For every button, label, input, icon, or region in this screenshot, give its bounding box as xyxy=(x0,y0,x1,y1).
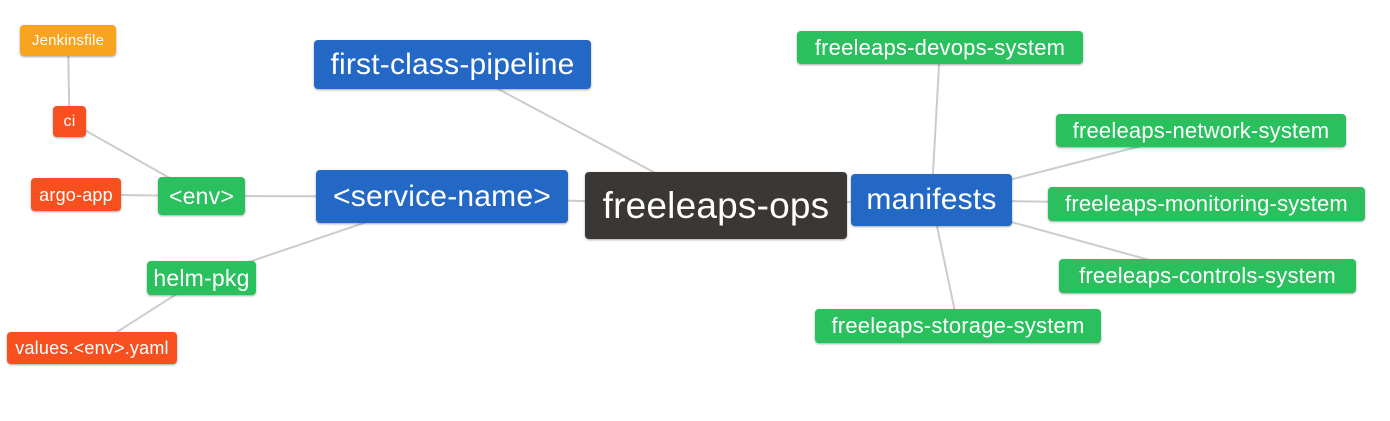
node-label: helm-pkg xyxy=(153,264,250,291)
node-label: Jenkinsfile xyxy=(31,32,105,49)
node-ci[interactable]: ci xyxy=(53,106,86,137)
node-first-class-pipeline[interactable]: first-class-pipeline xyxy=(314,40,591,89)
node-env[interactable]: <env> xyxy=(158,177,245,215)
node-values-env-yaml[interactable]: values.<env>.yaml xyxy=(7,332,177,364)
node-label: freeleaps-storage-system xyxy=(831,313,1085,338)
node-label: manifests xyxy=(866,183,997,216)
node-label: values.<env>.yaml xyxy=(15,338,169,358)
node-manifests[interactable]: manifests xyxy=(851,174,1012,226)
node-label: ci xyxy=(63,112,76,130)
node-label: freeleaps-network-system xyxy=(1072,117,1330,143)
node-freeleaps-devops-system[interactable]: freeleaps-devops-system xyxy=(797,31,1083,64)
node-label: first-class-pipeline xyxy=(330,47,575,81)
node-label: freeleaps-monitoring-system xyxy=(1065,191,1348,216)
node-label: freeleaps-controls-system xyxy=(1079,263,1336,288)
node-label: freeleaps-devops-system xyxy=(814,34,1066,60)
node-freeleaps-storage-system[interactable]: freeleaps-storage-system xyxy=(815,309,1101,343)
node-label: argo-app xyxy=(39,184,113,205)
node-label: freeleaps-ops xyxy=(602,185,830,226)
node-freeleaps-monitoring-system[interactable]: freeleaps-monitoring-system xyxy=(1048,187,1365,221)
node-jenkinsfile[interactable]: Jenkinsfile xyxy=(20,25,116,56)
node-freeleaps-controls-system[interactable]: freeleaps-controls-system xyxy=(1059,259,1356,293)
node-service-name[interactable]: <service-name> xyxy=(316,170,568,223)
node-freeleaps-network-system[interactable]: freeleaps-network-system xyxy=(1056,114,1346,147)
node-argo-app[interactable]: argo-app xyxy=(31,178,121,211)
node-label: <env> xyxy=(169,182,234,209)
node-helm-pkg[interactable]: helm-pkg xyxy=(147,261,256,295)
node-freeleaps-ops[interactable]: freeleaps-ops xyxy=(585,172,847,239)
node-label: <service-name> xyxy=(333,179,551,213)
